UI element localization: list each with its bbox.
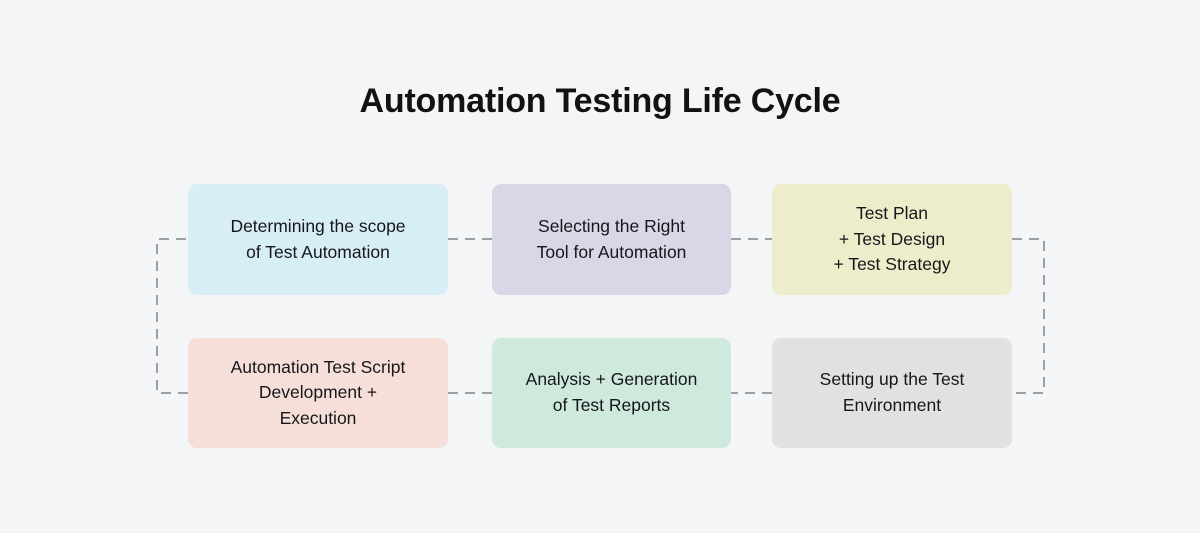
stage-box-setting-up-environment[interactable]: Setting up the Test Environment (772, 338, 1012, 448)
stage-box-analysis-generation-reports[interactable]: Analysis + Generation of Test Reports (492, 338, 731, 448)
stage-box-test-plan-design-strategy[interactable]: Test Plan + Test Design + Test Strategy (772, 184, 1012, 295)
stage-box-selecting-tool[interactable]: Selecting the Right Tool for Automation (492, 184, 731, 295)
page-title: Automation Testing Life Cycle (359, 82, 841, 120)
stage-box-test-script-development[interactable]: Automation Test Script Development + Exe… (188, 338, 448, 448)
connector-stage3-to-stage4 (1012, 238, 1045, 394)
stage-box-determining-scope[interactable]: Determining the scope of Test Automation (188, 184, 448, 295)
connector-stage6-to-stage1 (156, 238, 188, 394)
